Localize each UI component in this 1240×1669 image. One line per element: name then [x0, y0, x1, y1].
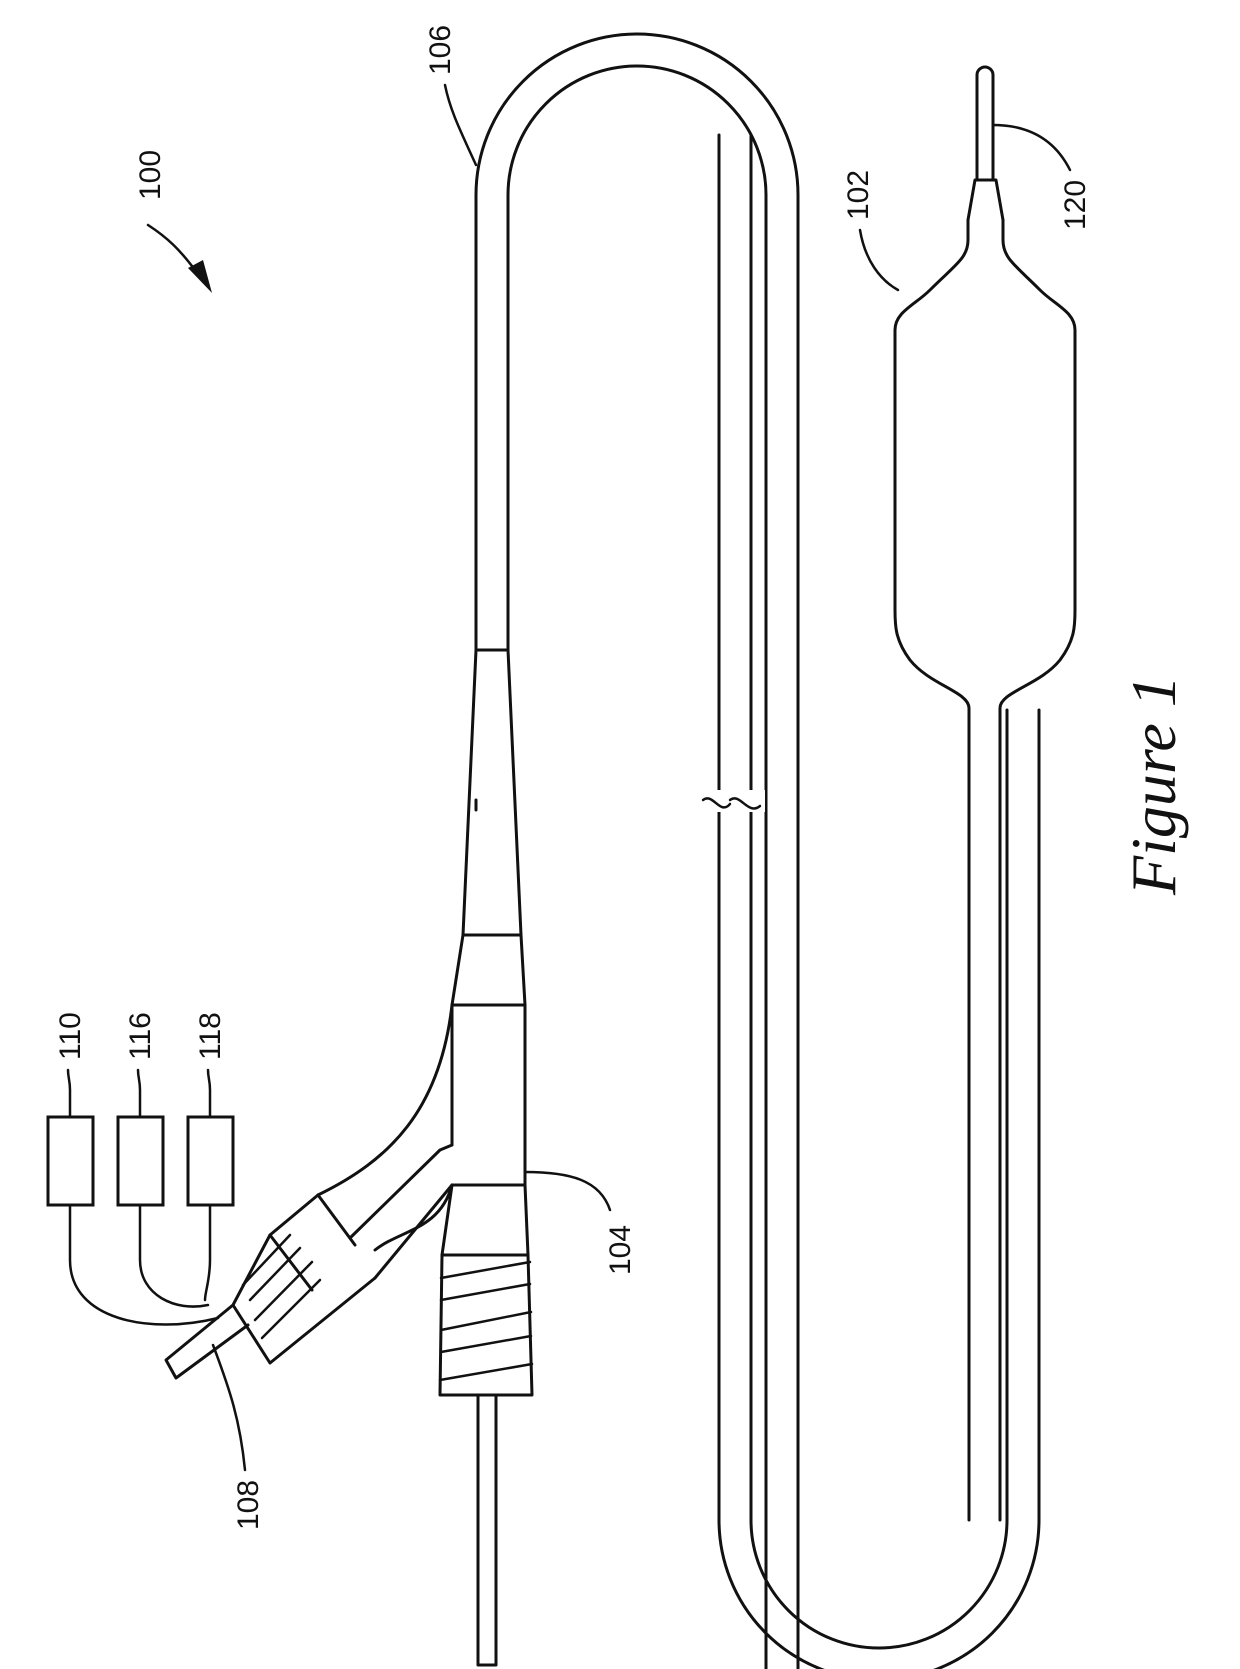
label-120: 120: [1059, 180, 1092, 230]
hub-threads: [440, 1262, 532, 1380]
label-100: 100: [134, 150, 167, 200]
box-110: [48, 1117, 93, 1205]
leader-lines: [68, 85, 1070, 1470]
box-116: [118, 1117, 163, 1205]
label-104: 104: [604, 1225, 637, 1275]
label-106: 106: [424, 25, 457, 75]
lead-118: [205, 1205, 210, 1300]
catheter-shaft: [476, 34, 1039, 1669]
label-102: 102: [842, 170, 875, 220]
label-108: 108: [232, 1480, 265, 1530]
strain-relief-taper: [452, 650, 525, 1005]
component-boxes: [48, 1117, 233, 1325]
label-118: 118: [194, 1012, 227, 1060]
reference-numerals: 100 106 102 120 110 116 118 104 108: [54, 25, 1092, 1530]
figure-caption: Figure 1: [1118, 675, 1189, 896]
box-118: [188, 1117, 233, 1205]
label-116: 116: [124, 1012, 157, 1060]
manifold-hub: [440, 1005, 532, 1665]
shaft-break-mark: [476, 790, 765, 812]
label-110: 110: [54, 1012, 87, 1060]
lead-116: [140, 1205, 208, 1307]
balloon: [895, 67, 1075, 1520]
